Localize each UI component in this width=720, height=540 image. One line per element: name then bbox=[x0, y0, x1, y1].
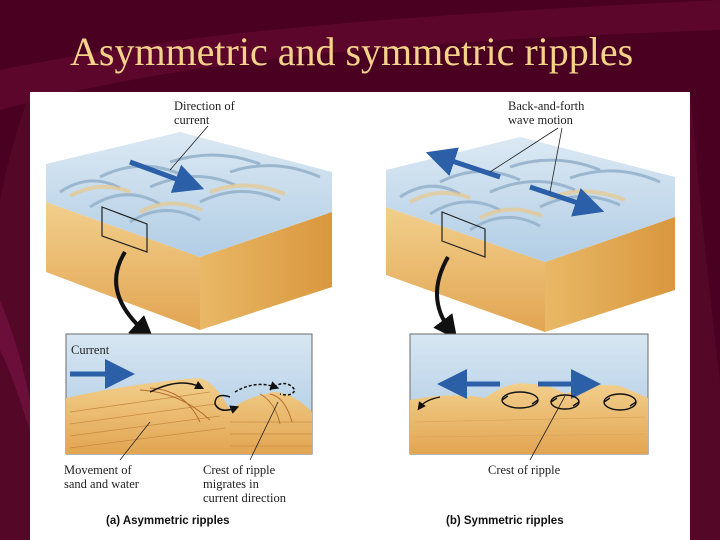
caption-asymmetric: (a) Asymmetric ripples bbox=[106, 515, 230, 527]
label-direction-1: Direction of bbox=[174, 99, 236, 113]
ripples-figure: Direction of current Current Movement of… bbox=[30, 92, 690, 540]
label-crest-a-1: Crest of ripple bbox=[203, 463, 276, 477]
asymmetric-detail bbox=[65, 333, 313, 461]
asymmetric-block bbox=[46, 125, 332, 340]
ripples-diagram: Direction of current Current Movement of… bbox=[46, 99, 675, 527]
label-crest-a-3: current direction bbox=[203, 491, 287, 505]
symmetric-detail bbox=[409, 333, 649, 461]
label-motion-1: Back-and-forth bbox=[508, 99, 585, 113]
label-movement-1: Movement of bbox=[64, 463, 133, 477]
label-movement-2: sand and water bbox=[64, 477, 140, 491]
slide-title: Asymmetric and symmetric ripples bbox=[70, 29, 634, 74]
caption-symmetric: (b) Symmetric ripples bbox=[446, 515, 564, 527]
label-current: Current bbox=[71, 343, 110, 357]
label-crest-a-2: migrates in bbox=[203, 477, 260, 491]
label-crest-b: Crest of ripple bbox=[488, 463, 561, 477]
label-motion-2: wave motion bbox=[508, 113, 574, 127]
symmetric-block bbox=[386, 127, 675, 340]
label-direction-2: current bbox=[174, 113, 210, 127]
